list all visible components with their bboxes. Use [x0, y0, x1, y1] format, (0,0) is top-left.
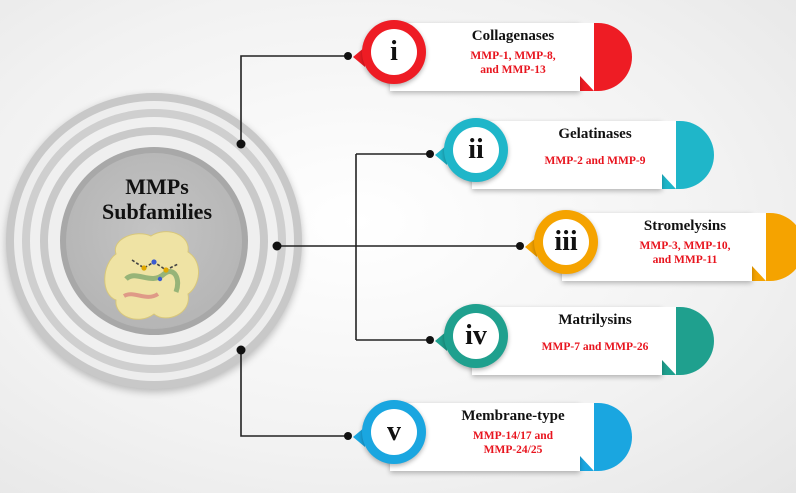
members-line1: MMP-3, MMP-10,	[639, 240, 731, 252]
node-dot	[344, 432, 352, 440]
subfamily-name: Membrane-type	[461, 408, 565, 424]
members-line1: MMP-1, MMP-8,	[470, 50, 556, 62]
numeral-badge: iii	[534, 210, 598, 274]
subfamily-members: MMP-1, MMP-8, and MMP-13	[438, 49, 588, 77]
node-dot	[516, 242, 524, 250]
node-dot	[236, 345, 246, 355]
card-flag	[662, 307, 676, 375]
subfamily-card-stromelysins: iii Stromelysins MMP-3, MMP-10, and MMP-…	[525, 210, 796, 284]
card-flag	[752, 213, 766, 281]
hub-title-line1: MMPs	[125, 174, 189, 199]
node-dot	[236, 139, 246, 149]
numeral-badge: ii	[444, 118, 508, 182]
numeral-badge: v	[362, 400, 426, 464]
members-line1: MMP-14/17 and	[472, 430, 554, 442]
hub-title-line2: Subfamilies	[101, 199, 213, 224]
card-flag	[662, 121, 676, 189]
subfamily-name: Collagenases	[471, 28, 555, 44]
numeral-label: i	[371, 29, 417, 75]
subfamily-card-membrane-type: v Membrane-type MMP-14/17 and MMP-24/25	[353, 400, 632, 474]
subfamily-name: Gelatinases	[558, 126, 632, 142]
members-line2: and MMP-11	[652, 254, 718, 266]
node-dot	[344, 52, 352, 60]
protein-structure-icon	[104, 231, 199, 320]
members-line1: MMP-7 and MMP-26	[541, 341, 649, 353]
subfamily-name: Matrilysins	[558, 312, 632, 328]
subfamily-name: Stromelysins	[643, 218, 727, 234]
subfamily-members: MMP-7 and MMP-26	[520, 340, 670, 354]
numeral-label: ii	[453, 127, 499, 173]
numeral-badge: iv	[444, 304, 508, 368]
subfamily-card-collagenases: i Collagenases MMP-1, MMP-8, and MMP-13	[353, 20, 632, 94]
numeral-label: iii	[543, 219, 589, 265]
node-dot	[272, 241, 282, 251]
numeral-label: v	[371, 409, 417, 455]
connector-i	[240, 55, 348, 144]
connector-v	[240, 350, 348, 437]
hub-title: MMPs Subfamilies	[82, 174, 232, 224]
subfamily-card-matrilysins: iv Matrilysins MMP-7 and MMP-26	[435, 304, 714, 378]
members-line2: MMP-24/25	[483, 444, 543, 456]
card-flag	[580, 403, 594, 471]
card-flag	[580, 23, 594, 91]
numeral-label: iv	[453, 313, 499, 359]
subfamily-members: MMP-14/17 and MMP-24/25	[438, 429, 588, 457]
numeral-badge: i	[362, 20, 426, 84]
node-dot	[426, 150, 434, 158]
members-line1: MMP-2 and MMP-9	[544, 155, 646, 167]
members-line2: and MMP-13	[480, 64, 546, 76]
node-dot	[426, 336, 434, 344]
subfamily-members: MMP-3, MMP-10, and MMP-11	[610, 239, 760, 267]
subfamily-card-gelatinases: ii Gelatinases MMP-2 and MMP-9	[435, 118, 714, 192]
subfamily-members: MMP-2 and MMP-9	[520, 154, 670, 168]
